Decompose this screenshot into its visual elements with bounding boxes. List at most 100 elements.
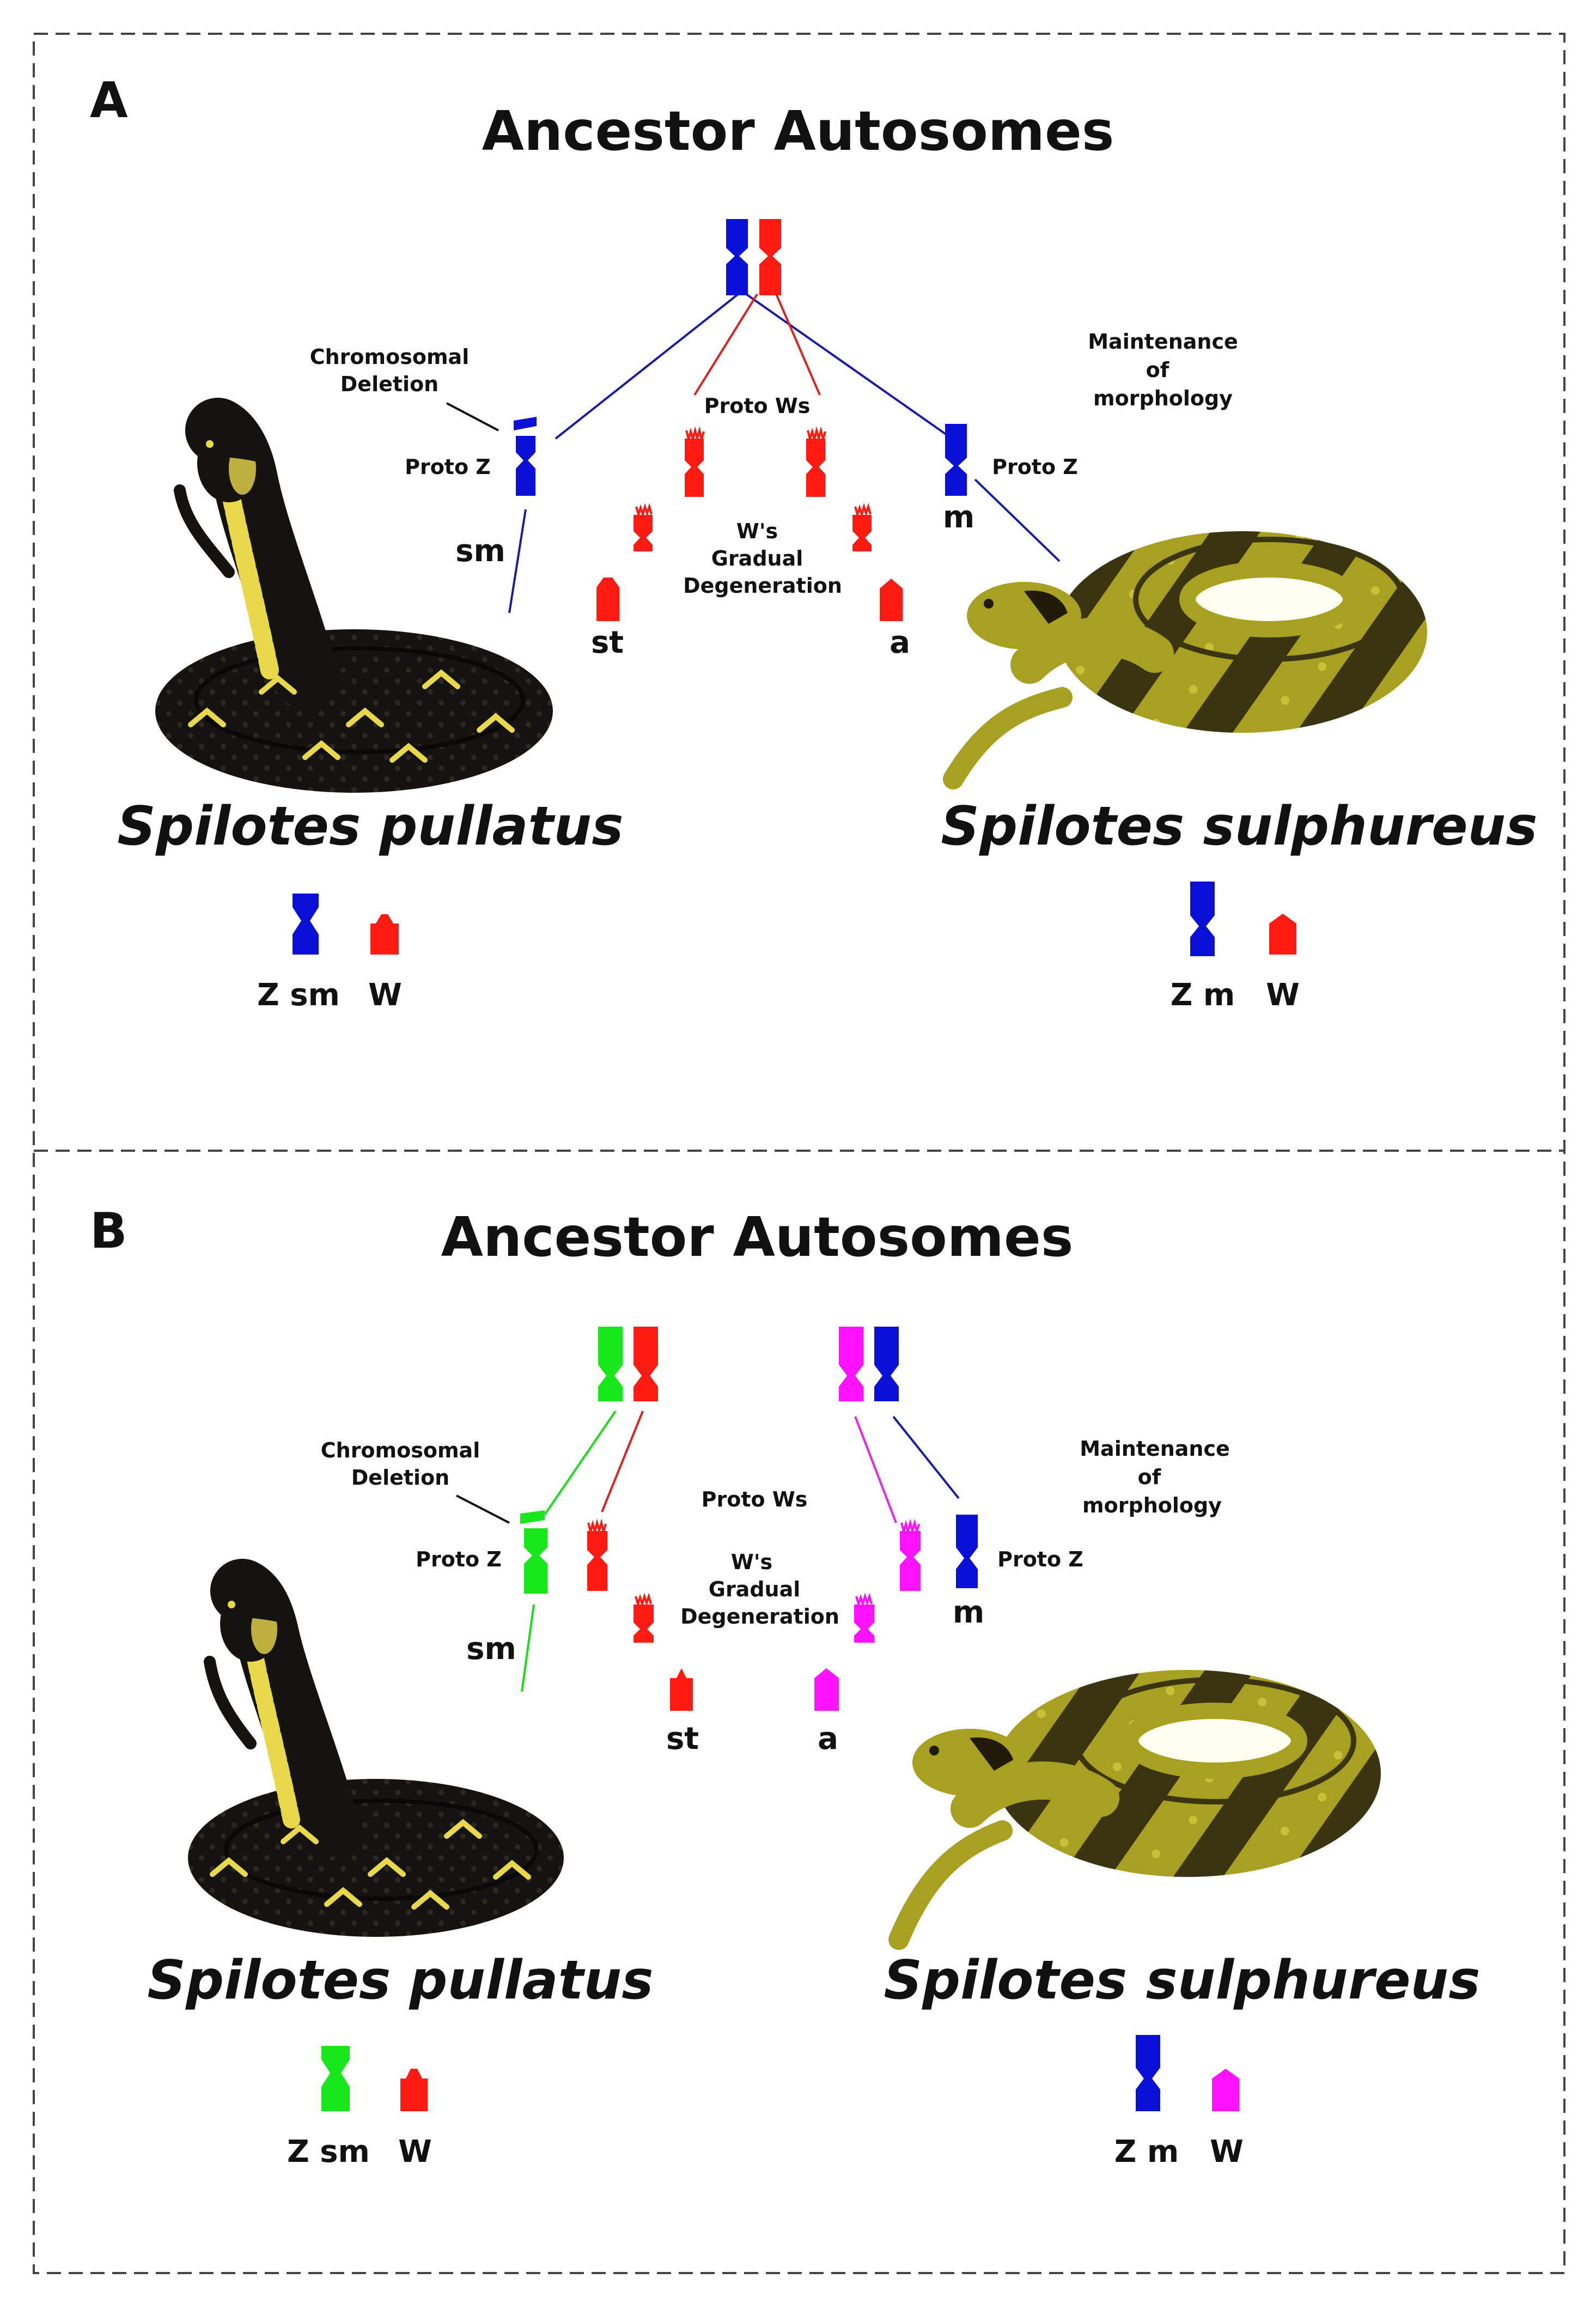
label-morphology-st: st xyxy=(591,625,624,660)
degeneration-frayed-tip xyxy=(587,1518,607,1536)
chromosome-deleted-fragment xyxy=(514,417,537,430)
karyotype-w xyxy=(1212,2079,1239,2111)
panel-letter: A xyxy=(90,72,128,129)
chromosome-degenerating-w xyxy=(633,1605,654,1643)
label-proto-z: Proto Z xyxy=(992,455,1078,479)
chromosome-proto-w-magenta xyxy=(900,1531,921,1591)
label-z-m: Z m xyxy=(1171,977,1235,1013)
label-morphology-sm: sm xyxy=(466,1631,516,1667)
note-w-degeneration: Gradual xyxy=(709,1577,801,1601)
branch-line xyxy=(892,1415,960,1499)
label-w: W xyxy=(368,977,402,1013)
karyotype-z-m xyxy=(1136,2035,1160,2111)
note-maintenance: of xyxy=(1138,1465,1161,1489)
label-proto-ws: Proto Ws xyxy=(702,1487,808,1511)
chromosome-ancestor-blue xyxy=(874,1327,899,1401)
figure-border xyxy=(33,33,1565,2274)
note-chromosomal-deletion: Chromosomal xyxy=(321,1438,480,1462)
label-z-sm: Z sm xyxy=(287,2134,370,2170)
branch-line xyxy=(775,294,821,396)
panel-title: Ancestor Autosomes xyxy=(482,99,1114,163)
note-w-degeneration: Gradual xyxy=(711,546,803,570)
note-w-degeneration: W's xyxy=(731,1550,772,1574)
branch-line xyxy=(521,1604,535,1692)
chromosome-proto-z-m xyxy=(945,424,967,496)
snake-spilotes-sulphureus-illustration xyxy=(888,1670,1381,1950)
chromosome-w-st-tip xyxy=(677,1668,686,1678)
species-name-right: Spilotes sulphureus xyxy=(941,795,1537,858)
callout-line xyxy=(456,1494,510,1524)
panel-title: Ancestor Autosomes xyxy=(441,1205,1074,1269)
degeneration-frayed-tip xyxy=(900,1518,920,1536)
chromosome-w-a xyxy=(880,588,903,621)
karyotype-z-sm xyxy=(293,894,319,955)
degeneration-frayed-tip xyxy=(855,1593,873,1608)
note-maintenance: Maintenance xyxy=(1080,1437,1230,1461)
karyotype-z-sm xyxy=(321,2046,350,2111)
branch-line xyxy=(601,1411,644,1512)
callout-line xyxy=(446,402,499,432)
karyotype-z-m xyxy=(1190,882,1215,956)
chromosome-w-a-tip xyxy=(814,1668,839,1678)
chromosome-degenerating-w xyxy=(633,515,653,551)
degeneration-frayed-tip xyxy=(807,426,826,443)
species-name-left: Spilotes pullatus xyxy=(147,1949,653,2012)
label-morphology-m: m xyxy=(943,500,974,535)
degeneration-frayed-tip xyxy=(635,1593,652,1608)
label-morphology-a: a xyxy=(818,1721,838,1757)
label-z-sm: Z sm xyxy=(257,977,340,1013)
degeneration-frayed-tip xyxy=(635,503,653,518)
chromosome-proto-w-red xyxy=(587,1531,607,1591)
note-maintenance: morphology xyxy=(1093,386,1233,410)
branch-line xyxy=(508,509,527,613)
snake-spilotes-sulphureus-illustration xyxy=(943,531,1427,789)
note-w-degeneration: Degeneration xyxy=(683,574,842,598)
chromosome-degenerating-w xyxy=(852,515,872,551)
label-proto-z: Proto Z xyxy=(997,1547,1083,1571)
label-morphology-sm: sm xyxy=(455,533,505,569)
label-morphology-a: a xyxy=(890,625,910,660)
snake-spilotes-pullatus-illustration xyxy=(188,1559,564,1937)
chromosome-ancestor-red xyxy=(633,1327,658,1401)
label-morphology-m: m xyxy=(953,1595,984,1630)
note-chromosomal-deletion: Chromosomal xyxy=(310,345,469,369)
karyotype-w-tip xyxy=(376,914,393,923)
chromosome-proto-w-right xyxy=(806,439,825,497)
chromosome-proto-z-m xyxy=(956,1515,978,1588)
chromosome-deleted-fragment xyxy=(520,1510,545,1524)
note-chromosomal-deletion: Deletion xyxy=(340,372,438,396)
chromosome-ancestor-red xyxy=(759,219,781,295)
branch-line xyxy=(693,293,758,396)
chromosome-ancestor-blue xyxy=(726,219,748,295)
degeneration-frayed-tip xyxy=(685,426,705,443)
note-chromosomal-deletion: Deletion xyxy=(351,1466,449,1490)
chromosome-w-a-tip xyxy=(880,579,903,588)
note-maintenance: Maintenance xyxy=(1088,330,1238,354)
label-proto-z: Proto Z xyxy=(405,455,491,479)
label-w: W xyxy=(398,2134,432,2170)
panel-a: A Ancestor Autosomes Chr xyxy=(90,72,1538,1013)
label-z-m: Z m xyxy=(1114,2134,1179,2170)
branch-line xyxy=(555,293,739,440)
chromosome-w-st-tip xyxy=(596,578,619,587)
panel-letter: B xyxy=(90,1202,127,1260)
karyotype-w-tip xyxy=(1269,914,1296,923)
species-name-right: Spilotes sulphureus xyxy=(884,1949,1480,2012)
chromosome-w-st xyxy=(670,1678,693,1711)
note-maintenance: morphology xyxy=(1082,1493,1222,1517)
label-morphology-st: st xyxy=(666,1721,699,1757)
note-maintenance: of xyxy=(1146,358,1169,382)
branch-line xyxy=(745,293,957,442)
chromosome-proto-z-sm xyxy=(524,1528,547,1594)
degeneration-frayed-tip xyxy=(854,503,872,518)
snake-spilotes-pullatus-illustration xyxy=(155,398,553,793)
branch-line xyxy=(854,1416,897,1523)
branch-line xyxy=(974,478,1061,562)
label-proto-ws: Proto Ws xyxy=(704,394,811,418)
karyotype-w-tip xyxy=(1212,2069,1239,2079)
karyotype-w xyxy=(370,923,399,955)
note-w-degeneration: W's xyxy=(736,519,778,543)
karyotype-w-tip xyxy=(406,2069,422,2079)
